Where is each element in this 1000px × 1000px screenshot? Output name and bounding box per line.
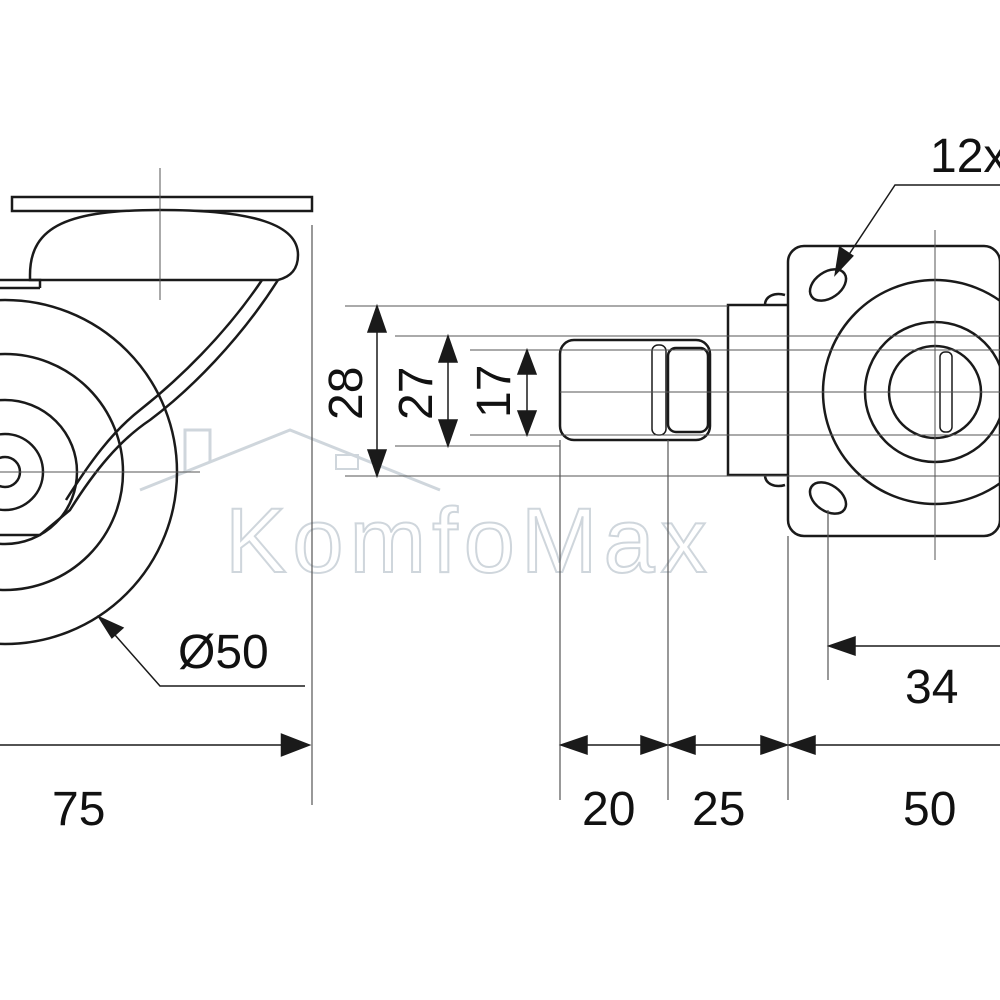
top-view (345, 184, 1000, 800)
diameter-arrow (96, 615, 125, 639)
dim-17-arrow-top (516, 347, 538, 375)
height-label-17: 17 (468, 365, 521, 418)
side-view (0, 168, 314, 805)
height-label-27: 27 (390, 367, 443, 420)
horizontal-dimensions (558, 635, 1000, 756)
extension-lines-vertical (559, 440, 829, 800)
vertical-dimensions (366, 303, 538, 479)
dim-28-arrow-bottom (366, 449, 388, 479)
dim-75-arrow (280, 733, 312, 757)
hole-callout-label: 12x (930, 130, 1000, 183)
watermark-text: KomfoMax (225, 490, 713, 592)
watermark: KomfoMax (139, 428, 713, 593)
watermark-window-icon (335, 454, 359, 470)
dim-17-arrow-bottom (516, 410, 538, 438)
length-label-75: 75 (52, 783, 105, 836)
dim-34-arrow-left (826, 635, 856, 657)
housing-step (0, 278, 42, 288)
extension-lines-horizontal (345, 305, 1000, 477)
diameter-leader (99, 617, 305, 687)
plate-label-50: 50 (903, 783, 956, 836)
mounting-hole-top (808, 268, 848, 302)
width-label-20: 20 (582, 783, 635, 836)
dim-20-arrow-right (640, 734, 670, 756)
width-label-25: 25 (692, 783, 745, 836)
fork-leg-inner (64, 279, 264, 501)
dim-25-arrow-right (760, 734, 790, 756)
mounting-plate (786, 244, 1000, 538)
dim-27-arrow-top (437, 333, 459, 363)
dim-20-arrow-left (558, 734, 588, 756)
dim-27-arrow-bottom (437, 419, 459, 449)
dim-50-arrow-left (786, 734, 816, 756)
hole-callout-leader (839, 184, 1000, 269)
fork-leg (0, 279, 280, 537)
mounting-hole-bottom (808, 481, 848, 515)
wheel-top-inner (666, 346, 710, 434)
dim-25-arrow-left (666, 734, 696, 756)
hole-spacing-label-34: 34 (905, 661, 958, 714)
diameter-label: Ø50 (178, 626, 269, 679)
watermark-house-icon (139, 428, 441, 492)
fork-tab-top (763, 292, 786, 306)
fork-tab-bottom (763, 474, 786, 488)
height-label-28: 28 (320, 367, 373, 420)
hole-callout-arrow (834, 245, 854, 277)
swivel-housing (28, 208, 300, 282)
fork-block (726, 303, 796, 477)
dim-28-arrow-top (366, 303, 388, 333)
